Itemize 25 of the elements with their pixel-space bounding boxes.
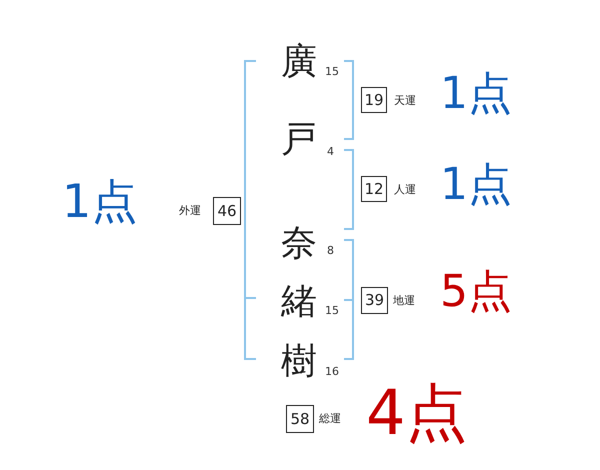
score-text: 5点	[440, 270, 512, 314]
fortune-label: 天運	[394, 95, 416, 106]
number-box: 19	[361, 87, 387, 113]
fortune-label: 総運	[319, 413, 341, 424]
stroke-count: 16	[325, 366, 339, 377]
name-character: 戸	[281, 122, 317, 158]
number-box: 58	[286, 405, 314, 433]
score-text: 1点	[440, 163, 512, 207]
name-character: 緒	[281, 284, 317, 320]
stroke-count: 15	[325, 305, 339, 316]
number-box: 39	[361, 287, 388, 314]
name-character: 樹	[281, 344, 317, 380]
number-box: 12	[361, 176, 387, 202]
score-text: 1点	[62, 178, 138, 224]
number-box: 46	[213, 197, 241, 225]
fortune-label: 地運	[393, 295, 415, 306]
stroke-count: 8	[327, 245, 334, 256]
stroke-count: 4	[327, 146, 334, 157]
name-character: 廣	[281, 44, 317, 80]
score-text: 1点	[440, 72, 512, 116]
stroke-count: 15	[325, 66, 339, 77]
name-character: 奈	[281, 226, 317, 262]
score-text: 4点	[366, 382, 468, 444]
fortune-label: 人運	[394, 184, 416, 195]
fortune-label: 外運	[179, 205, 201, 216]
